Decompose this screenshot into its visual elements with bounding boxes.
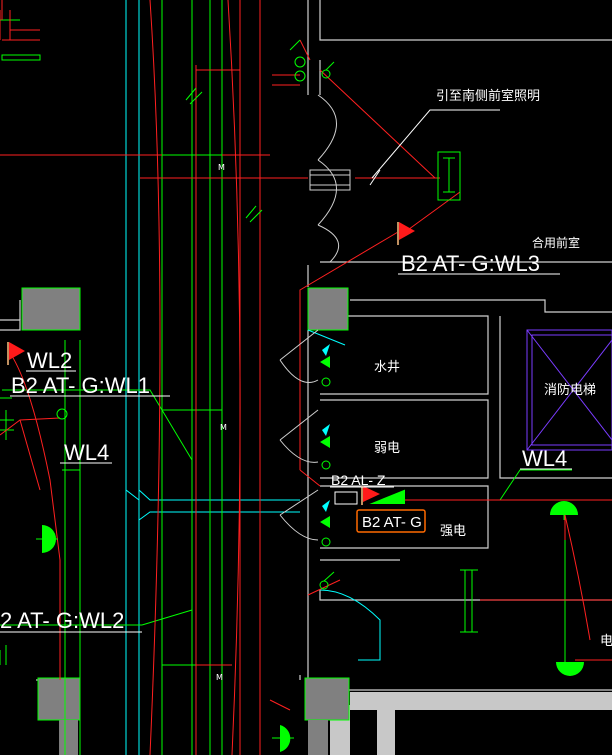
flag-wl2 bbox=[7, 342, 25, 365]
red-flags bbox=[7, 222, 415, 505]
leader-line bbox=[371, 109, 500, 179]
lighting-fixture bbox=[437, 151, 461, 201]
circuit-label-wl4-left: WL4 bbox=[64, 440, 109, 465]
column-shaft-top bbox=[307, 287, 349, 331]
columns bbox=[21, 287, 350, 755]
distribution-panel bbox=[334, 488, 406, 505]
label-water-well: 水井 bbox=[374, 360, 400, 375]
label-weak-current: 弱电 bbox=[374, 441, 400, 456]
circuit-label-wl1: B2 AT- G:WL1 bbox=[11, 373, 150, 398]
label-fire-elevator: 消防电梯 bbox=[544, 382, 596, 398]
circuit-label-wl2-long: 2 AT- G:WL2 bbox=[0, 608, 124, 633]
circuit-label-wl3: B2 AT- G:WL3 bbox=[401, 251, 540, 276]
circuit-label-wl2-short: WL2 bbox=[27, 348, 72, 373]
label-lead-to-south: 引至南侧前室照明 bbox=[436, 88, 540, 104]
fire-elevator-shaft bbox=[526, 329, 612, 451]
label-strong-current: 强电 bbox=[440, 524, 466, 539]
circuit-label-wl4-right: WL4 bbox=[522, 446, 567, 471]
break-marks bbox=[185, 39, 301, 223]
motor-mark-3: M bbox=[216, 673, 223, 682]
motor-mark-1: M bbox=[218, 163, 225, 172]
cyan-lines bbox=[125, 0, 381, 755]
gray-wall-blocks bbox=[330, 692, 612, 755]
green-lines bbox=[0, 0, 572, 755]
panel-label-at-selected: B2 AT- G bbox=[362, 514, 422, 531]
switch-symbols bbox=[56, 56, 335, 590]
green-triangles bbox=[320, 356, 330, 528]
motor-mark-2: M bbox=[220, 423, 227, 432]
panel-label-al: B2 AL- Z bbox=[331, 472, 386, 488]
door-swings bbox=[279, 94, 351, 541]
flag-wl3 bbox=[397, 222, 415, 245]
column-bottom-left bbox=[37, 677, 81, 721]
cut-mark bbox=[369, 169, 381, 186]
selected-panel-label[interactable]: B2 AT- G bbox=[356, 509, 426, 533]
column-bottom-mid bbox=[304, 677, 350, 721]
cyan-switch-markers bbox=[322, 344, 330, 512]
flag-panel bbox=[361, 486, 380, 505]
column-left-top bbox=[21, 287, 81, 331]
label-strong-current-partial: 电 bbox=[600, 634, 612, 649]
label-combined-antechamber: 合用前室 bbox=[532, 235, 580, 250]
label-underlines bbox=[0, 273, 572, 633]
luminaires bbox=[36, 501, 584, 752]
